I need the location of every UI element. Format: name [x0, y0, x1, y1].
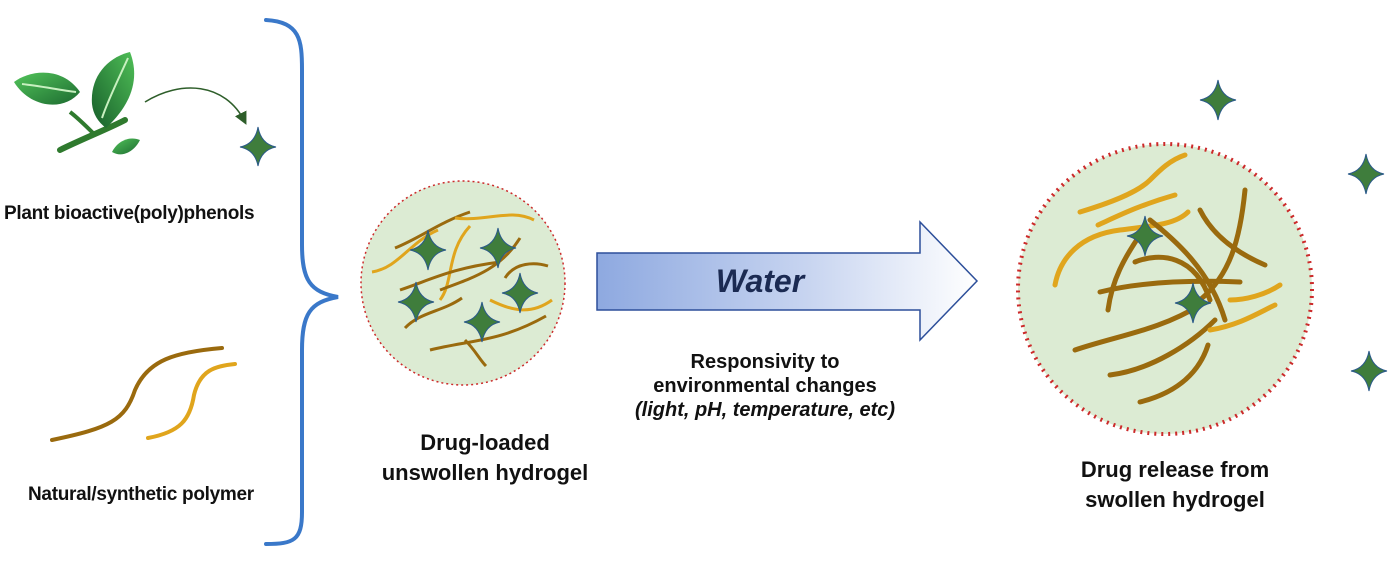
water-arrow-label: Water: [715, 263, 805, 299]
drug-molecule-icon: [409, 229, 447, 271]
responsivity-caption-line3: (light, pH, temperature, etc): [634, 399, 896, 421]
unswollen-hydrogel: [360, 180, 566, 386]
drug-molecule-icon: [1174, 282, 1212, 324]
responsivity-caption: Responsivity to environmental changes (l…: [600, 350, 930, 422]
released-drug-molecule-icon: [1350, 350, 1388, 392]
phenols-label: Plant bioactive(poly)phenols: [4, 203, 255, 224]
drug-molecule-icon: [479, 227, 517, 269]
drug-molecule-icon: [239, 126, 277, 167]
swollen-hydrogel: [1016, 142, 1314, 436]
polymer-strands-icon: [50, 346, 237, 442]
polymer-label: Natural/synthetic polymer: [28, 484, 254, 505]
drug-molecule-icon: [463, 301, 501, 343]
responsivity-caption-line1: Responsivity to: [690, 351, 840, 373]
drug-molecule-icon: [501, 272, 539, 314]
released-drug-molecule-icon: [1347, 153, 1385, 195]
responsivity-caption-line2: environmental changes: [653, 375, 877, 397]
grouping-brace: [264, 18, 339, 546]
drug-molecule-icon: [1126, 215, 1164, 257]
conversion-arrow: [144, 87, 247, 125]
drug-molecule-icon: [397, 281, 435, 323]
swollen-hydrogel-label: Drug release from swollen hydrogel: [1040, 455, 1310, 515]
unswollen-hydrogel-label-line1: Drug-loaded: [420, 430, 550, 455]
swollen-hydrogel-label-line1: Drug release from: [1080, 457, 1270, 482]
released-drug-molecule-icon: [1199, 79, 1237, 121]
swollen-hydrogel-label-line2: swollen hydrogel: [1085, 487, 1265, 512]
unswollen-hydrogel-label-line2: unswollen hydrogel: [381, 460, 589, 485]
plant-leaves-icon: [14, 52, 140, 155]
water-transition-arrow: [596, 220, 979, 342]
unswollen-hydrogel-label: Drug-loaded unswollen hydrogel: [360, 428, 610, 488]
